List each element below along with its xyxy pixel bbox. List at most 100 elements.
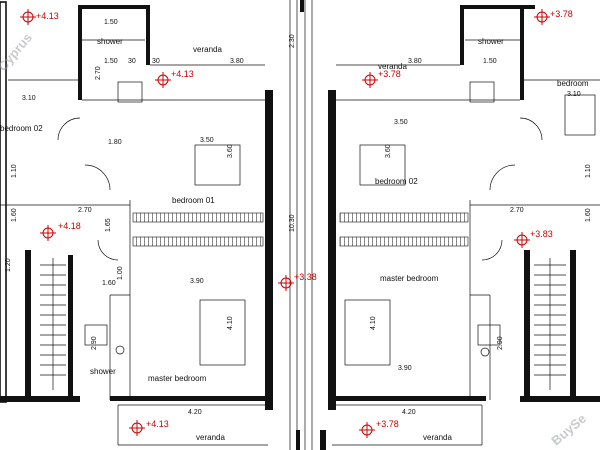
level-right-veranda: +3.78 [378,69,401,79]
level-marker-icon [155,72,171,88]
right-stair [534,258,566,390]
level-marker-icon [514,232,530,248]
dim-label: 4.10 [370,316,377,330]
left-stair [40,258,66,390]
dim-label: 3.10 [22,95,36,102]
left-wall-top [78,5,150,9]
room-right-bedroom-top: bedroom [557,79,589,88]
level-left-veranda: +4.13 [171,69,194,79]
left-wall-shower-side [146,5,150,65]
right-wall-top [460,5,535,9]
right-bed-top [564,94,596,136]
dim-label: 4.20 [188,409,202,416]
left-wall-stair-right [68,255,73,400]
room-left-veranda-top: veranda [193,45,222,54]
level-left-top: +4.13 [36,11,59,21]
room-left-bedroom-02: bedroom 02 [0,124,43,133]
level-marker-icon [362,72,378,88]
room-left-bedroom-01: bedroom 01 [172,196,215,205]
level-marker-icon [534,9,550,25]
dim-label: 1.20 [5,258,12,272]
left-column-b [265,275,273,283]
dim-label: 3.60 [227,144,234,158]
right-bed-master [344,299,391,366]
dim-label: 1.50 [104,19,118,26]
dim-label: 30 [152,58,160,65]
left-wall-corridor [78,5,82,100]
right-wall-shower-side [460,5,464,65]
level-marker-icon [20,9,36,25]
room-right-master-bedroom: master bedroom [380,274,439,283]
left-column-a [265,185,273,193]
dim-label: 10.30 [289,214,296,232]
dim-label: 4.10 [227,316,234,330]
left-unit [0,1,273,446]
right-column-b [328,275,336,283]
dim-label: 3.50 [200,137,214,144]
level-left-bottom: +4.13 [146,419,169,429]
right-column-a [328,185,336,193]
party-wall [289,0,326,450]
left-wardrobe-1 [132,212,264,223]
level-right-bottom: +3.78 [376,419,399,429]
dim-label: 1.50 [104,58,118,65]
right-wall-stair-right [570,250,576,400]
watermark-bottom-right: BuySe [548,411,589,449]
level-right-stair: +3.83 [530,229,553,239]
right-door-corridor [489,164,516,191]
left-wall-stair [25,250,31,400]
dim-label: 2.30 [289,34,296,48]
dim-label: 3.50 [394,119,408,126]
room-left-veranda-bottom: veranda [196,433,225,442]
dim-label: 1.80 [108,139,122,146]
left-wall-bottom [0,396,80,402]
dim-label: 2.70 [95,66,102,80]
left-door-stair [97,239,119,261]
level-markers [20,9,550,438]
right-wall-bottom [336,396,486,401]
right-bed-02 [359,144,406,186]
dim-label: 3.80 [408,58,422,65]
left-toilet [115,345,125,355]
room-left-shower-bottom: shower [90,367,116,376]
dim-label: 2.70 [510,207,524,214]
dim-label: 2.70 [78,207,92,214]
left-wall-mid [265,90,273,410]
right-door-bedroom [519,117,543,141]
dim-label: 2.90 [91,336,98,350]
room-right-veranda-top: veranda [378,62,407,71]
level-left-stair: +4.18 [58,221,81,231]
dim-label: 3.60 [385,144,392,158]
right-unit [328,5,600,446]
level-marker-icon [129,420,145,436]
room-right-veranda-bottom: veranda [423,433,452,442]
dim-label: 1.00 [117,266,124,280]
dim-label: 1.50 [483,58,497,65]
dim-label: 1.10 [585,164,592,178]
left-shower-tray-bottom [84,324,108,346]
dim-label: 1.60 [11,208,18,222]
level-marker-icon [278,275,294,291]
dim-label: 4.20 [402,409,416,416]
right-toilet [480,347,490,357]
right-wardrobe-2 [339,236,469,247]
right-shower-tray-bottom [477,324,501,346]
left-door-corridor [84,164,111,191]
right-wall-mid [328,90,336,410]
level-right-top: +3.78 [550,9,573,19]
level-center: +3.38 [294,272,317,282]
dim-label: 3.90 [398,365,412,372]
dim-label: 1.10 [11,164,18,178]
right-door-stair [481,239,503,261]
left-bed-01 [194,144,241,186]
left-shower-tray-top [117,81,143,103]
right-wardrobe-1 [339,212,469,223]
room-right-bedroom-02: bedroom 02 [375,177,418,186]
room-left-master-bedroom: master bedroom [148,374,207,383]
right-wall-corridor [520,5,524,100]
left-bed-master [199,299,246,366]
right-wall-bottom2 [520,396,600,402]
room-right-shower-top: shower [478,37,504,46]
left-wall-bottom2 [110,396,270,401]
